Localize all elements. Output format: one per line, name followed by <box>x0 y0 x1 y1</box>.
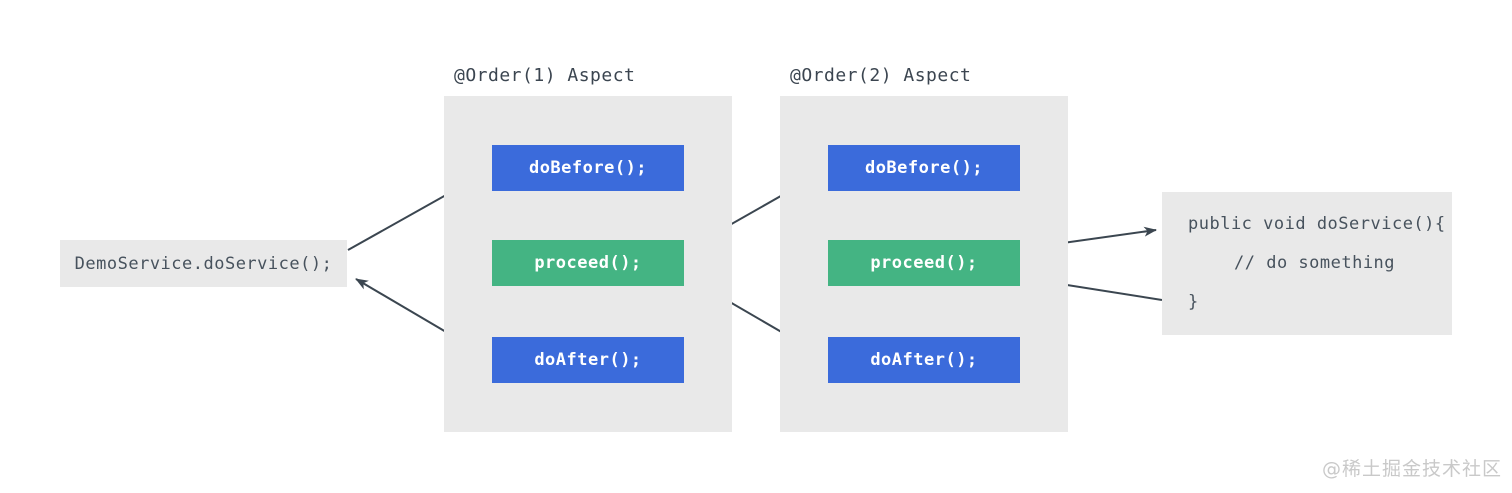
aspect2-title: @Order(2) Aspect <box>790 65 972 86</box>
aspect2-dobefore-box: doBefore(); <box>828 145 1020 191</box>
aspect1-proceed-box: proceed(); <box>492 240 684 286</box>
aspect1-title: @Order(1) Aspect <box>454 65 636 86</box>
target-method-line: public void doService(){ <box>1188 214 1446 234</box>
target-method-box: public void doService(){ // do something… <box>1162 192 1452 335</box>
watermark-text: @稀土掘金技术社区 <box>1321 458 1502 480</box>
aspect2-doafter-box: doAfter(); <box>828 337 1020 383</box>
aspect1-doafter-box: doAfter(); <box>492 337 684 383</box>
aspect2-proceed-box: proceed(); <box>828 240 1020 286</box>
target-method-line: } <box>1188 292 1199 312</box>
aspect1-panel: doBefore(); proceed(); doAfter(); <box>444 96 732 432</box>
source-call-label: DemoService.doService(); <box>74 253 333 274</box>
aspect1-dobefore-box: doBefore(); <box>492 145 684 191</box>
target-method-line: // do something <box>1234 253 1396 273</box>
source-call-box: DemoService.doService(); <box>60 240 347 287</box>
aspect2-panel: doBefore(); proceed(); doAfter(); <box>780 96 1068 432</box>
